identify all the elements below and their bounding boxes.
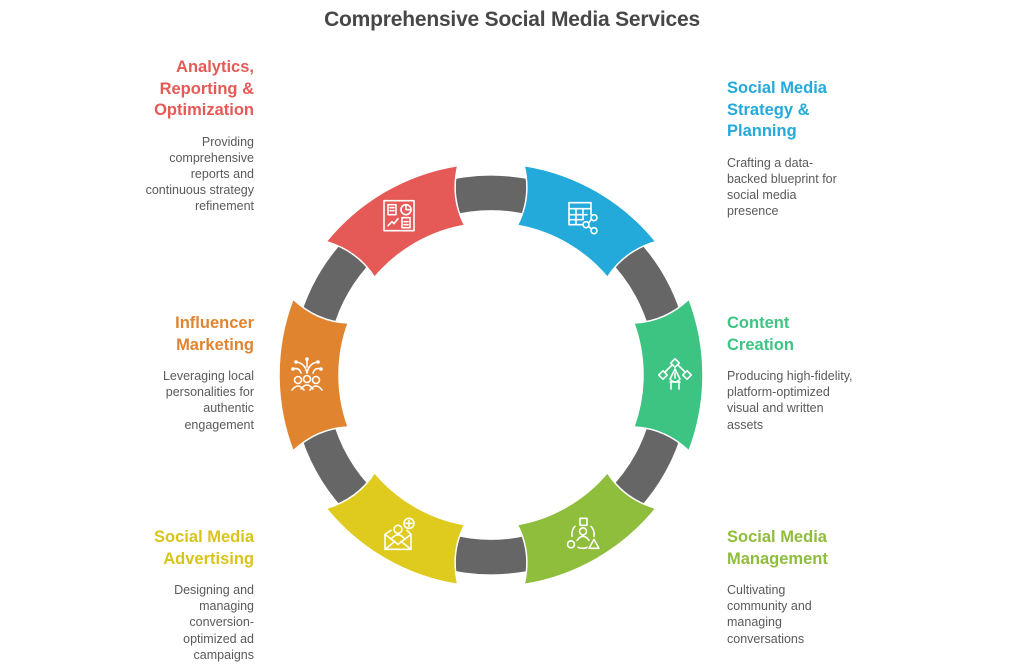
service-title-advertising: Social Media Advertising — [154, 528, 254, 568]
ring-segment-influencer — [278, 297, 350, 453]
service-analytics: Analytics, Reporting & Optimization Prov… — [104, 57, 254, 215]
service-content: Content Creation Producing high-fidelity… — [727, 313, 877, 433]
service-title-analytics: Analytics, Reporting & Optimization — [154, 58, 254, 119]
service-title-strategy: Social Media Strategy & Planning — [727, 79, 827, 140]
service-strategy: Social Media Strategy & Planning Craftin… — [727, 78, 877, 219]
pen-tool-icon — [657, 357, 693, 390]
ring-segment-analytics — [324, 164, 466, 279]
service-description-influencer: Leveraging local personalities for authe… — [162, 369, 254, 432]
service-description-management: Cultivating community and managing conve… — [727, 583, 812, 646]
ring-segment-advertising — [324, 471, 466, 586]
ring-segment-management — [516, 471, 658, 586]
ring-segment-content — [632, 297, 704, 453]
service-title-management: Social Media Management — [727, 528, 828, 568]
service-description-strategy: Crafting a data-backed blueprint for soc… — [727, 155, 837, 219]
service-management: Social Media Management Cultivating comm… — [727, 527, 877, 647]
mail-add-user-icon — [384, 517, 415, 551]
service-title-content: Content Creation — [727, 314, 794, 354]
community-shapes-icon — [566, 517, 600, 550]
diagram-title: Comprehensive Social Media Services — [324, 8, 700, 31]
service-description-content: Producing high-fidelity, platform-optimi… — [727, 369, 853, 432]
service-description-advertising: Designing and managing conversion-optimi… — [174, 583, 254, 662]
service-influencer: Influencer Marketing Leveraging local pe… — [104, 313, 254, 433]
table-share-icon — [568, 201, 598, 235]
service-title-influencer: Influencer Marketing — [175, 314, 254, 354]
service-description-analytics: Providing comprehensive reports and cont… — [145, 134, 254, 214]
ring-segment-strategy — [516, 164, 658, 279]
people-fireworks-icon — [291, 357, 323, 391]
dashboard-analytics-icon — [383, 199, 415, 232]
service-advertising: Social Media Advertising Designing and m… — [104, 527, 254, 663]
ring-segments — [278, 164, 704, 586]
